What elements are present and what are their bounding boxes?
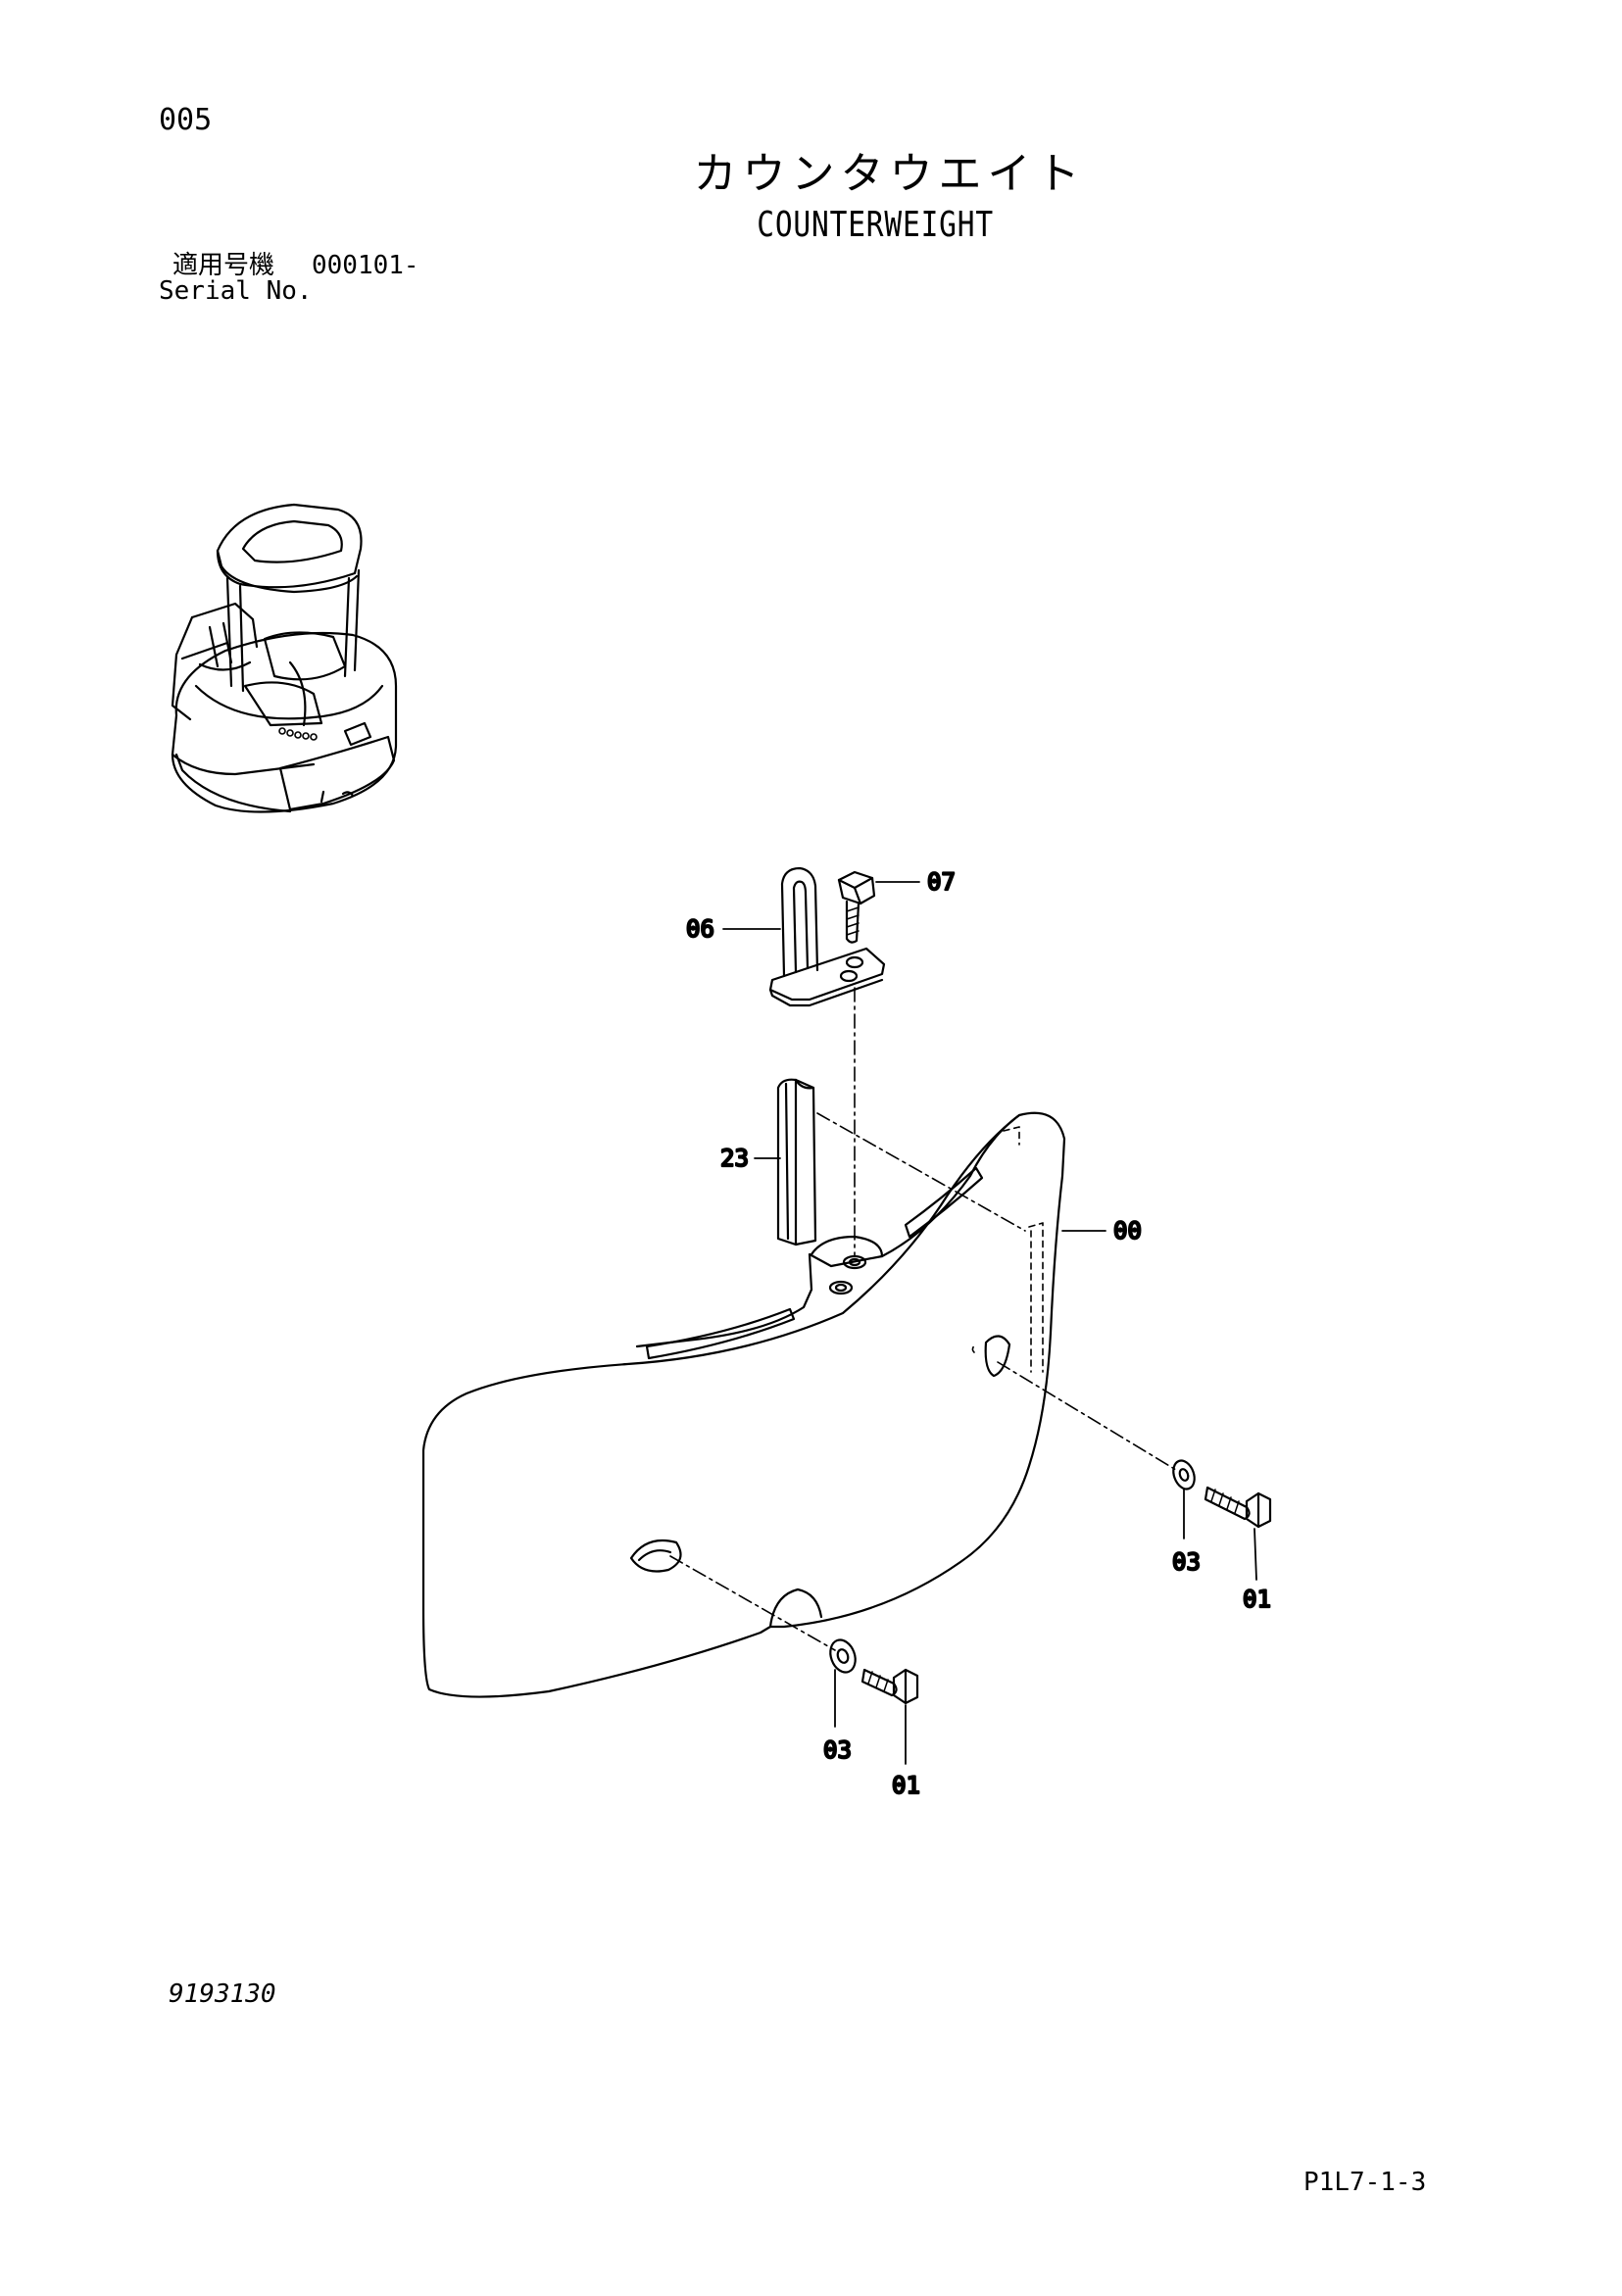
assembly-center-lines — [669, 987, 1177, 1651]
washer-part-03-bottom — [829, 1638, 857, 1674]
drawing-number: 9193130 — [169, 1979, 276, 2009]
bolt-part-01-right — [1204, 1486, 1272, 1529]
callout-03-bottom: 03 — [823, 1736, 852, 1764]
rubber-seal-part-23 — [776, 1078, 817, 1246]
bracket-part-06 — [768, 866, 886, 1007]
callout-23: 23 — [720, 1145, 749, 1172]
callout-06: 06 — [686, 915, 714, 943]
callout-leader-lines — [722, 881, 1257, 1765]
serial-label-japanese: 適用号機 — [172, 251, 275, 280]
page-title-japanese: カウンタウエイト — [693, 149, 1086, 199]
callout-00: 00 — [1113, 1217, 1142, 1245]
serial-range: 000101- — [312, 251, 419, 280]
bolt-part-07 — [837, 870, 876, 944]
page-number: 005 — [159, 103, 213, 137]
machine-overview-thumbnail — [171, 503, 398, 813]
page-title-english: COUNTERWEIGHT — [757, 205, 994, 245]
counterweight-body — [421, 1111, 1066, 1698]
washer-part-03-right — [1172, 1459, 1196, 1490]
page-code: P1L7-1-3 — [1303, 2168, 1427, 2197]
callout-07: 07 — [927, 868, 956, 896]
callout-01-bottom: 01 — [892, 1772, 920, 1799]
serial-label-english: Serial No. — [159, 276, 313, 306]
callout-03-right: 03 — [1172, 1548, 1201, 1576]
bolt-part-01-bottom — [860, 1668, 919, 1705]
callout-01-right: 01 — [1243, 1586, 1271, 1613]
